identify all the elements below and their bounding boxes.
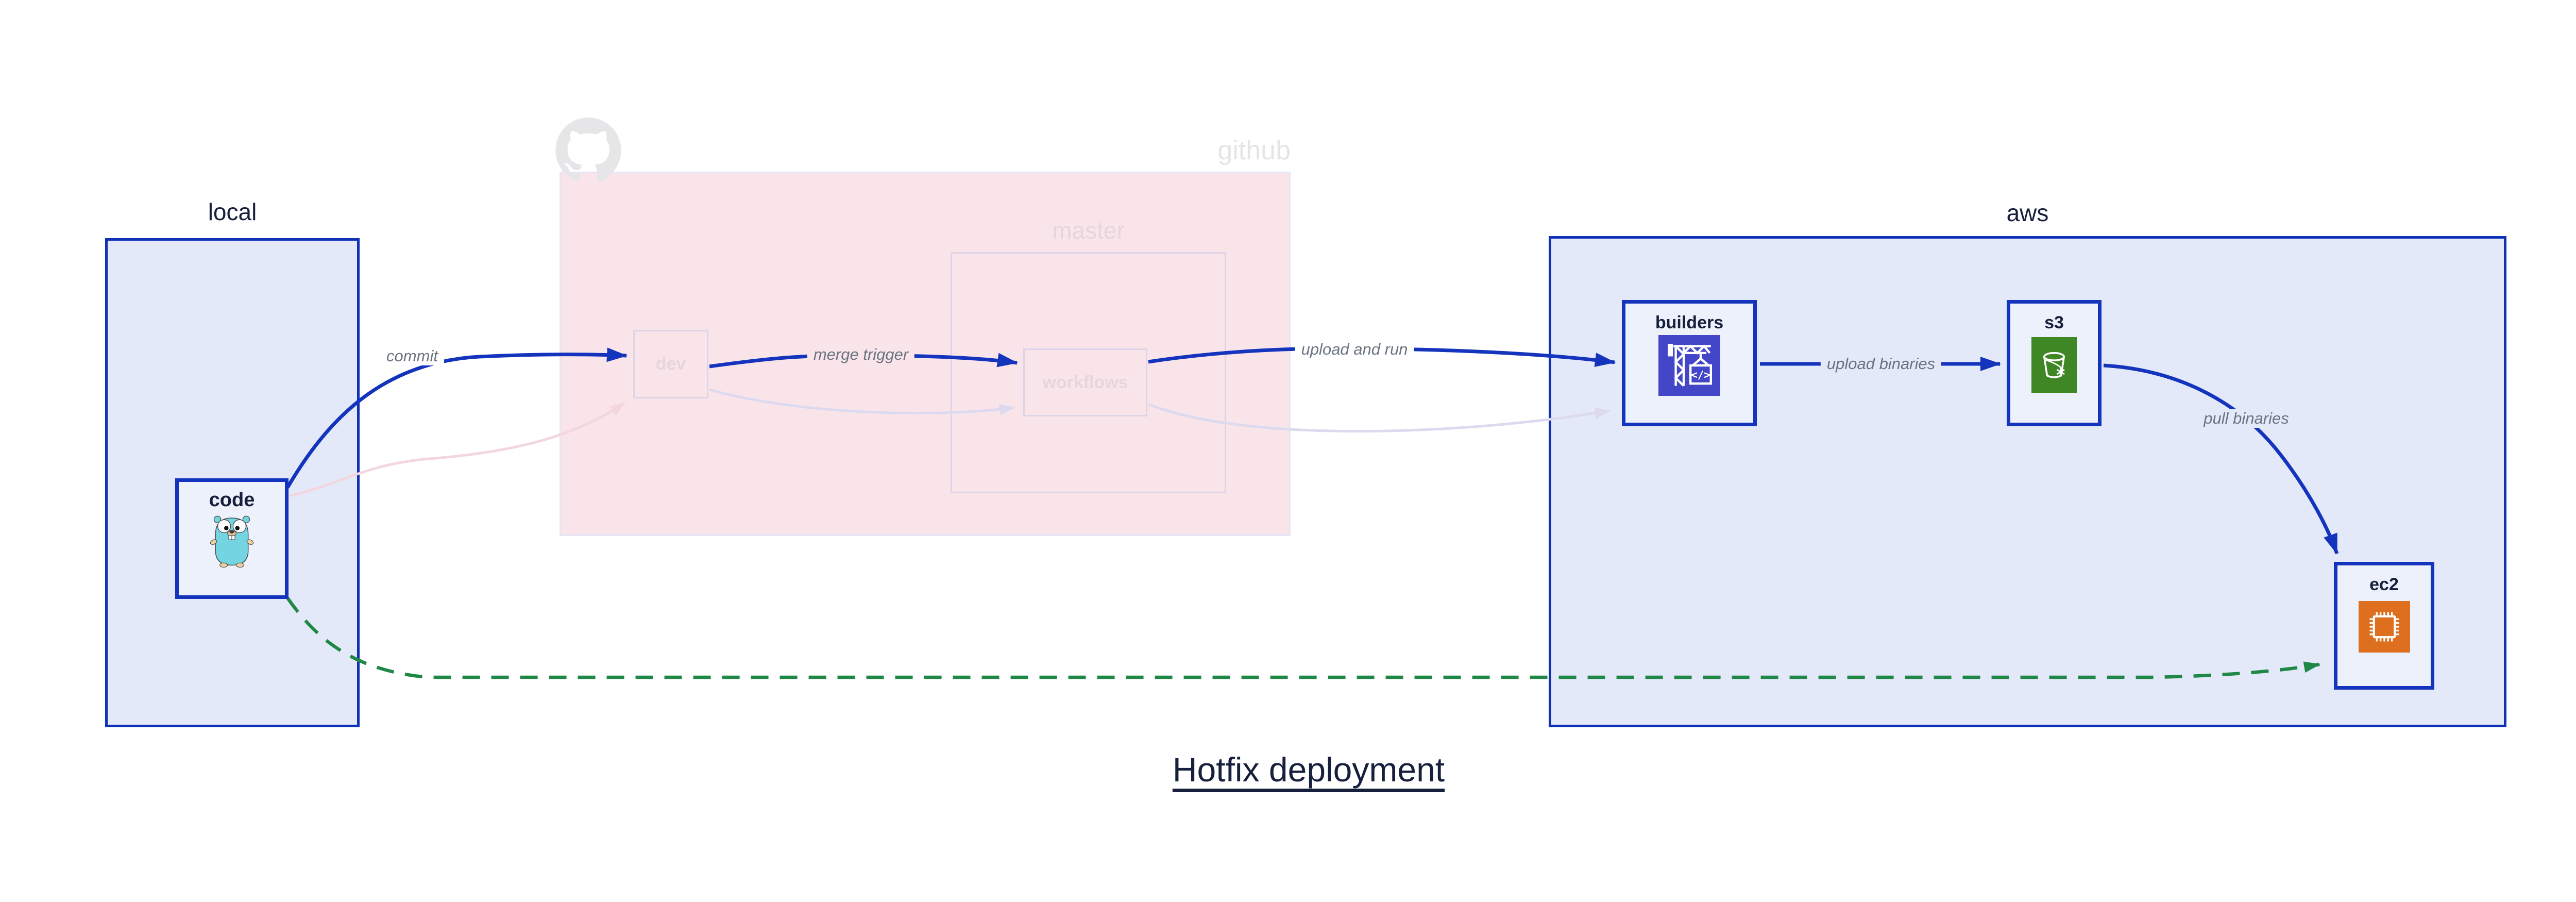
local-group-label: local <box>208 198 257 225</box>
workflows-node-label: workflows <box>1042 372 1128 392</box>
code-node-label: code <box>209 489 255 511</box>
ec2-node-label: ec2 <box>2369 575 2399 594</box>
edge-label-upload-and-run: upload and run <box>1295 340 1414 359</box>
octocat-icon <box>555 118 621 182</box>
ec2-chip-icon <box>2369 612 2399 642</box>
ec2-node: ec2 <box>2334 562 2434 690</box>
workflows-node: workflows <box>1023 348 1147 416</box>
edge-label-commit: commit <box>380 347 444 365</box>
edge-label-upload-binaries: upload binaries <box>1820 355 1942 373</box>
master-branch-label: master <box>1052 217 1125 244</box>
svg-text:</>: </> <box>1691 369 1710 381</box>
s3-node: s3 <box>2007 300 2102 426</box>
builders-node-label: builders <box>1655 313 1724 332</box>
master-branch-box <box>951 252 1226 493</box>
diagram-title: Hotfix deployment <box>1172 750 1445 789</box>
dev-branch-box-label: dev <box>655 354 686 374</box>
github-region-label: github <box>1217 136 1291 165</box>
edge-label-pull-binaries: pull binaries <box>2197 409 2295 428</box>
go-gopher-icon <box>210 515 254 568</box>
aws-group-label: aws <box>2006 199 2049 226</box>
builders-node: builders </> <box>1622 300 1757 426</box>
dev-branch-box: dev <box>633 330 708 398</box>
s3-glacier-bucket-icon <box>2043 352 2065 378</box>
s3-node-label: s3 <box>2044 313 2064 332</box>
code-node: code <box>175 478 289 599</box>
edge-label-merge-trigger: merge trigger <box>807 345 915 364</box>
codebuild-crane-icon: </> <box>1668 344 1712 387</box>
